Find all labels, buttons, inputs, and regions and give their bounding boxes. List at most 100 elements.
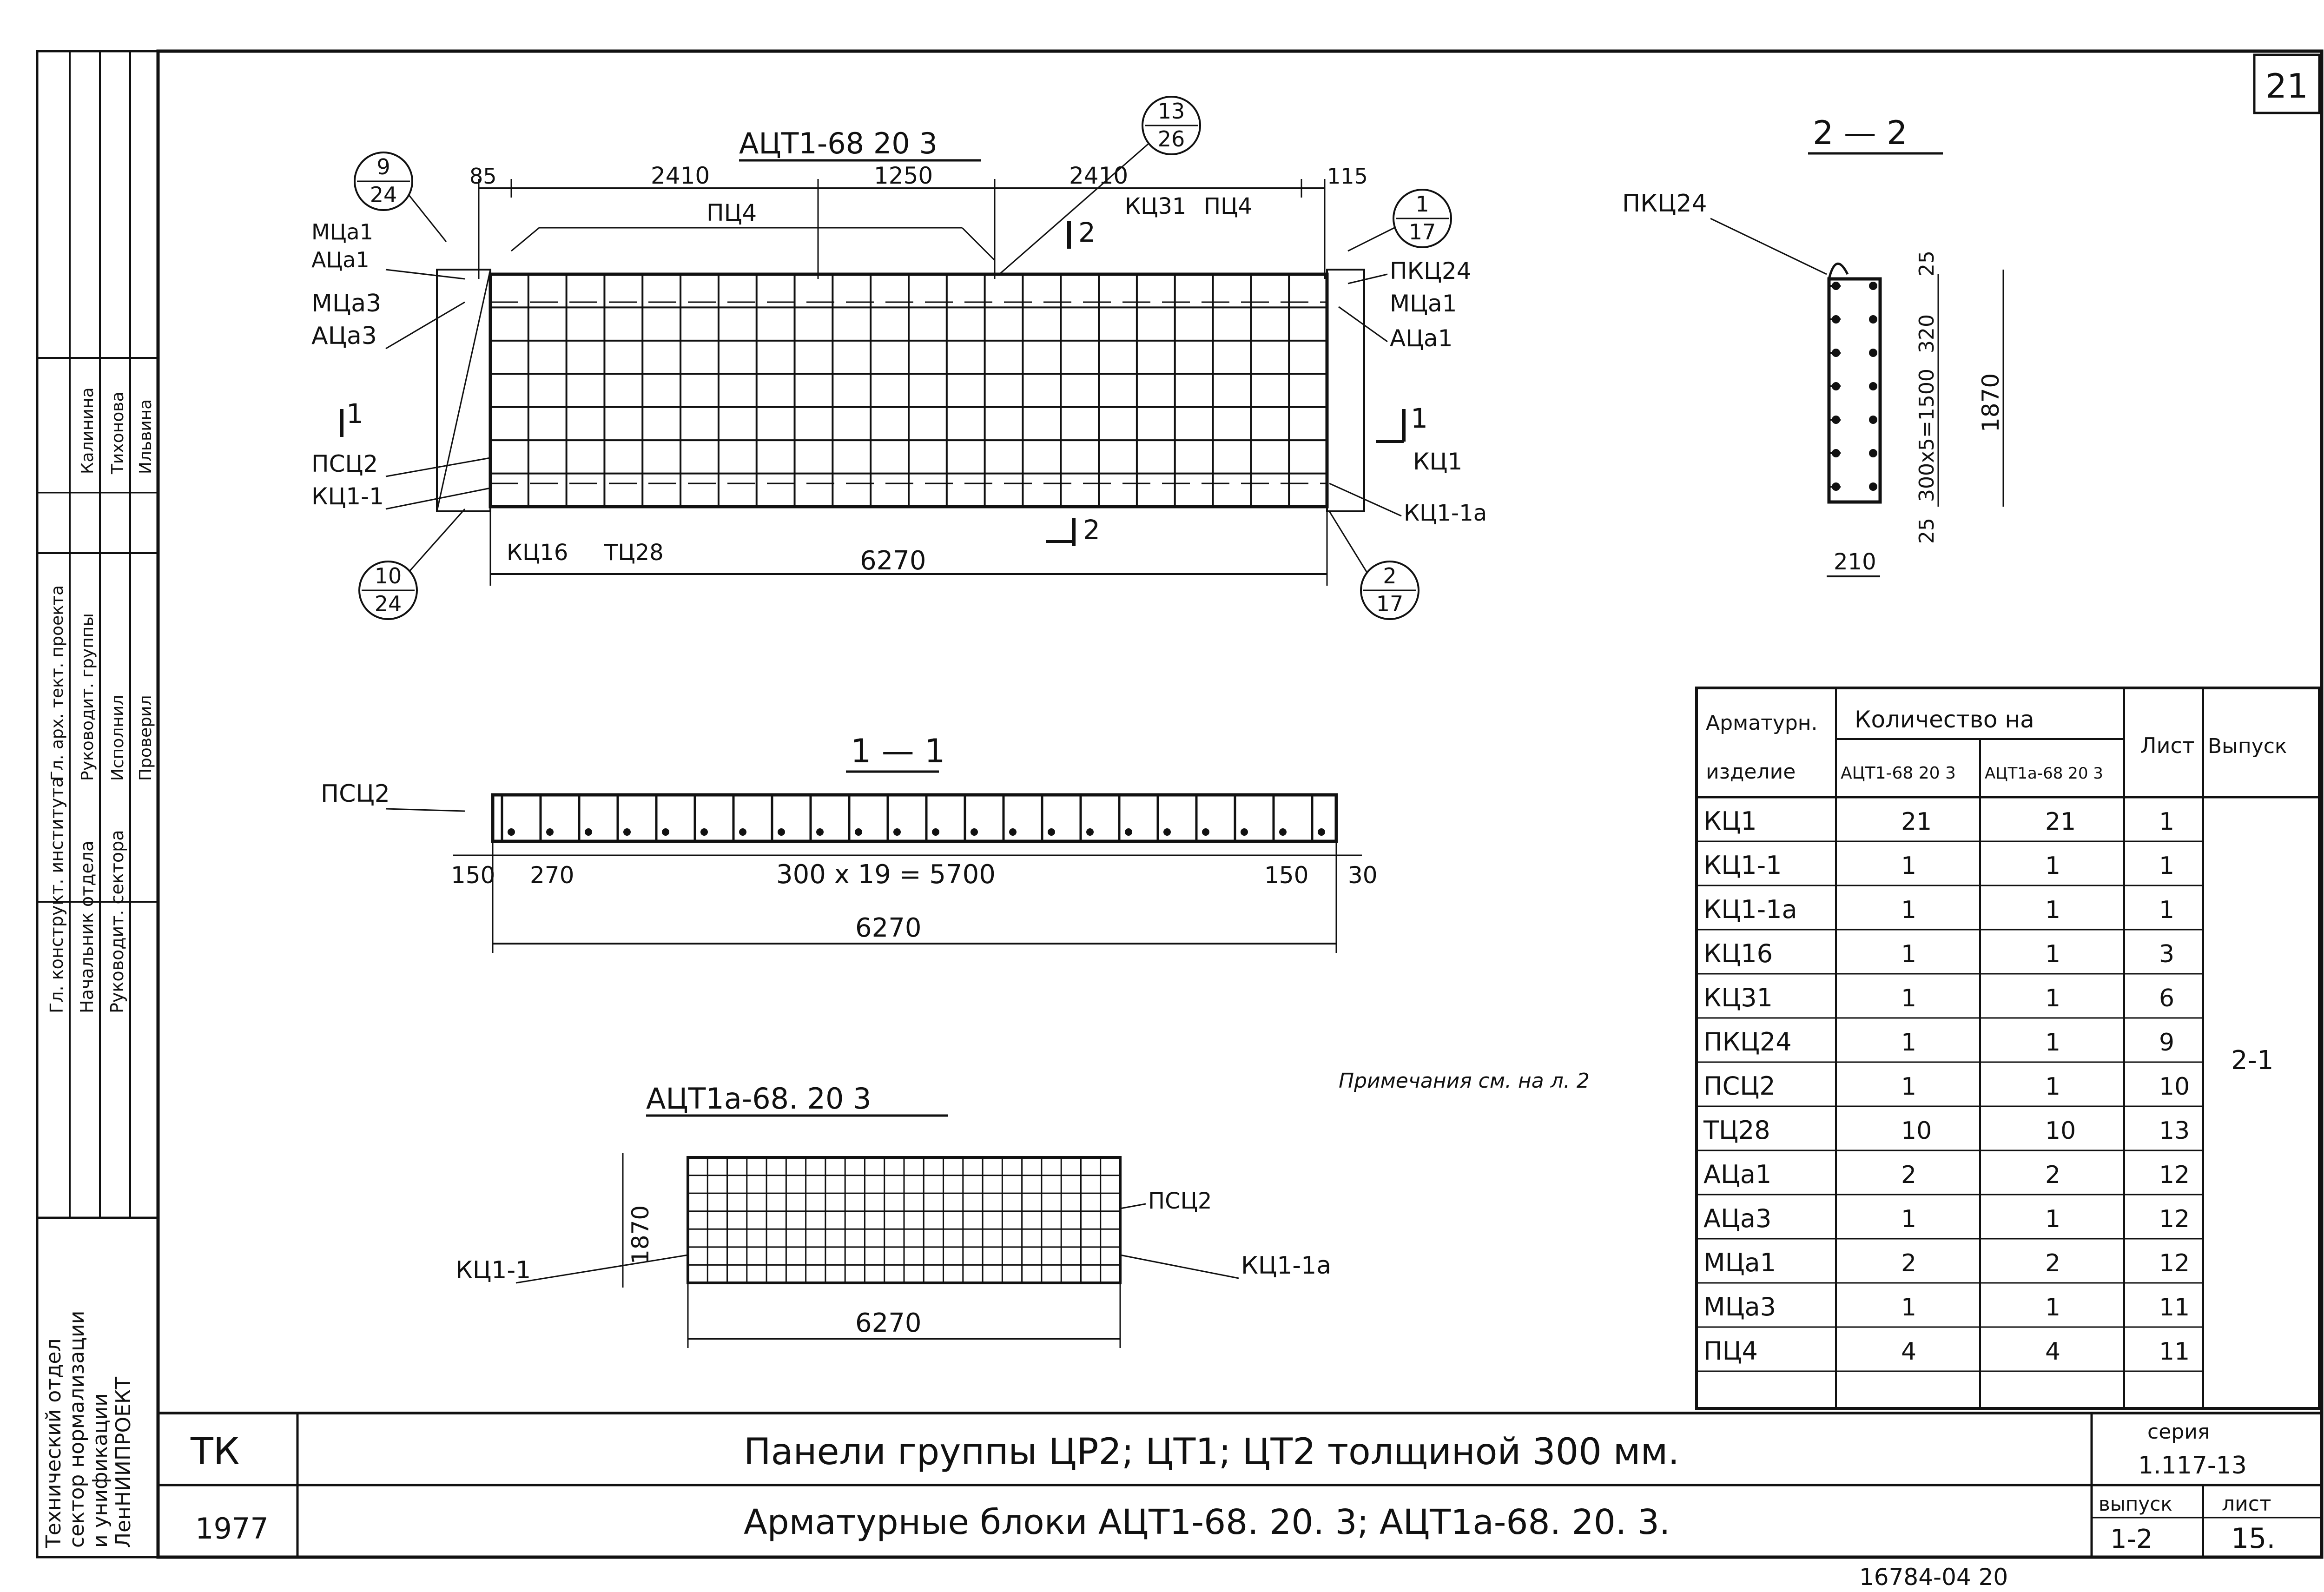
section-bar-dot bbox=[778, 828, 785, 836]
table-cell: 12 bbox=[2159, 1161, 2190, 1189]
table-cell: КЦ1-1а bbox=[1703, 895, 1797, 924]
table-cell: КЦ1 bbox=[1703, 806, 1757, 836]
table-cell: 1 bbox=[2045, 1073, 2060, 1101]
table-cell: 1 bbox=[2045, 984, 2060, 1012]
sec11-dim-30: 30 bbox=[1348, 862, 1378, 889]
stamp-row-chief: Гл. конструкт. института bbox=[46, 777, 67, 1013]
view-2-dim-1870: 1870 bbox=[627, 1205, 654, 1264]
section-2-2-title: 2 — 2 bbox=[1813, 114, 1908, 152]
label-aca1-right: АЦа1 bbox=[1390, 325, 1452, 352]
sec11-dim-270: 270 bbox=[530, 862, 574, 889]
svg-text:13: 13 bbox=[1158, 99, 1185, 124]
th-qty-2: АЦТ1а-68 20 3 bbox=[1985, 764, 2103, 783]
stamp-row-arch: Гл. арх. тект. проекта bbox=[48, 585, 67, 781]
section-bar-dot bbox=[1202, 828, 1209, 836]
section-bar-dot bbox=[1086, 828, 1094, 836]
sec11-dim-6270: 6270 bbox=[855, 913, 922, 943]
tb-sheet-value: 15. bbox=[2231, 1522, 2275, 1555]
table-cell: 2 bbox=[1901, 1249, 1916, 1277]
title-block: ТК 1977 Панели группы ЦР2; ЦТ1; ЦТ2 толщ… bbox=[158, 1412, 2322, 1557]
callout-10-24: 10 24 bbox=[358, 509, 466, 620]
table-cell: ТЦ28 bbox=[1703, 1116, 1770, 1145]
svg-text:2: 2 bbox=[1383, 563, 1396, 588]
section-bar-dot bbox=[700, 828, 708, 836]
table-cell: 10 bbox=[2159, 1073, 2190, 1101]
table-cell: КЦ1-1 bbox=[1703, 851, 1782, 880]
table-cell: 12 bbox=[2159, 1205, 2190, 1233]
label-aca3-left: АЦа3 bbox=[311, 322, 377, 350]
section-2-2-bars bbox=[1829, 282, 1877, 491]
table-cell: 1 bbox=[2159, 896, 2174, 924]
stamp-name-group: Калинина bbox=[78, 387, 97, 474]
table-cell: 10 bbox=[1901, 1117, 1932, 1145]
sheet-frame: 21 16784-04 20 bbox=[156, 49, 2324, 1591]
stamp-row-group: Руководит. группы bbox=[78, 613, 97, 781]
label-pkc24-right: ПКЦ24 bbox=[1390, 258, 1472, 284]
section-bar-dot bbox=[546, 828, 554, 836]
main-view: АЦТ1-68 20 3 85 2410 1250 2410 115 6270 … bbox=[311, 96, 1487, 620]
table-cell: ПСЦ2 bbox=[1703, 1071, 1776, 1101]
dim-top-85: 85 bbox=[469, 164, 497, 189]
label-kc31: КЦ31 bbox=[1125, 193, 1186, 219]
section-bar-dot bbox=[816, 828, 824, 836]
section-bar-dot bbox=[1869, 315, 1877, 324]
sec11-dim-150b: 150 bbox=[1264, 862, 1308, 889]
section-bar-dot bbox=[1241, 828, 1248, 836]
table-cell: 2 bbox=[2045, 1249, 2060, 1277]
table-cell: 2 bbox=[2045, 1161, 2060, 1189]
table-cell: 1 bbox=[2045, 1294, 2060, 1321]
table-cell: 1 bbox=[1901, 896, 1916, 924]
table-cell: ПКЦ24 bbox=[1703, 1027, 1792, 1057]
table-cell: 1 bbox=[2045, 940, 2060, 968]
section-1-1-label: ПСЦ2 bbox=[321, 780, 390, 808]
table-cell: 1 bbox=[2045, 896, 2060, 924]
section-bar-dot bbox=[739, 828, 746, 836]
section-bar-dot bbox=[508, 828, 515, 836]
stamp-org-3: и унификации bbox=[88, 1393, 112, 1548]
table-cell: 3 bbox=[2159, 940, 2174, 968]
sec11-dim-5700: 300 х 19 = 5700 bbox=[776, 859, 996, 890]
sec22-dim-25b: 25 bbox=[1915, 518, 1939, 544]
table-cell: 10 bbox=[2045, 1117, 2076, 1145]
tb-issue-label: выпуск bbox=[2099, 1493, 2172, 1515]
table-cell: МЦа3 bbox=[1703, 1292, 1776, 1321]
table-cell: ПЦ4 bbox=[1703, 1336, 1758, 1366]
label-mca1-left: МЦа1 bbox=[311, 219, 373, 244]
svg-text:9: 9 bbox=[376, 154, 390, 179]
stamp-row-checked: Проверил bbox=[136, 695, 155, 781]
table-cell: 1 bbox=[1901, 984, 1916, 1012]
mesh-grid bbox=[490, 274, 1327, 507]
table-cell: 6 bbox=[2159, 984, 2174, 1012]
main-view-title: АЦТ1-68 20 3 bbox=[739, 126, 938, 160]
tb-series-label: серия bbox=[2147, 1420, 2210, 1444]
view-2-label-right: КЦ1-1а bbox=[1241, 1252, 1331, 1280]
section-bar-dot bbox=[662, 828, 669, 836]
section-mark-2-top: 2 bbox=[1078, 217, 1096, 248]
section-bar-dot bbox=[1125, 828, 1132, 836]
label-kc1-right: КЦ1 bbox=[1413, 448, 1462, 475]
tb-org: ТК bbox=[190, 1430, 240, 1473]
table-cell: АЦа3 bbox=[1703, 1204, 1771, 1233]
table-cell: 1 bbox=[2045, 1205, 2060, 1233]
svg-text:17: 17 bbox=[1376, 591, 1404, 616]
table-cell: 11 bbox=[2159, 1294, 2190, 1321]
section-bar-dot bbox=[1869, 449, 1877, 457]
stamp-org-4: ЛенНИИПРОЕКТ bbox=[112, 1377, 135, 1548]
label-kc1-1a-right: КЦ1-1а bbox=[1404, 500, 1487, 526]
section-bar-dot bbox=[1869, 349, 1877, 357]
table-cell: 1 bbox=[1901, 1073, 1916, 1101]
section-bar-dot bbox=[1869, 382, 1877, 390]
svg-text:26: 26 bbox=[1158, 126, 1185, 152]
callout-9-24: 9 24 bbox=[354, 152, 447, 242]
stamp-row-executed: Исполнил bbox=[108, 695, 127, 781]
section-2-2-body bbox=[1827, 277, 1882, 504]
view-2-label-left: КЦ1-1 bbox=[456, 1256, 531, 1284]
label-aca1-left: АЦа1 bbox=[311, 247, 370, 272]
section-bar-dot bbox=[1869, 482, 1877, 491]
section-bar-dot bbox=[855, 828, 862, 836]
dim-bottom-6270: 6270 bbox=[860, 546, 926, 576]
dim-top-115: 115 bbox=[1327, 164, 1368, 189]
section-bar-dot bbox=[971, 828, 978, 836]
